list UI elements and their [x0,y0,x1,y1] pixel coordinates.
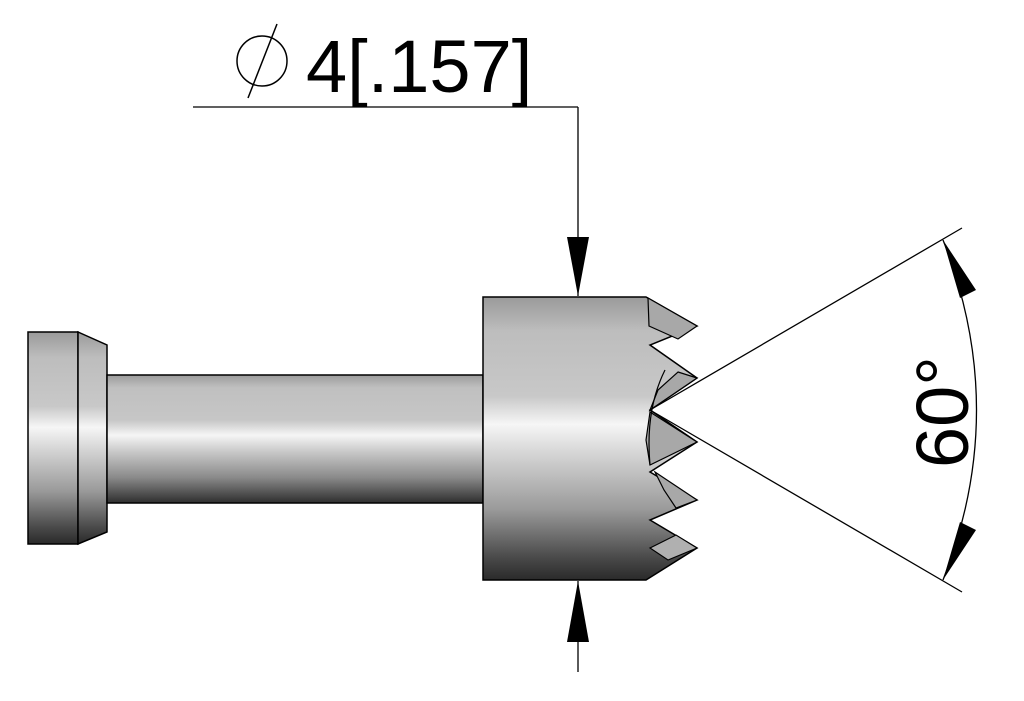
arrow-angle-upper-icon [943,240,976,298]
head-chamfer [77,330,108,546]
cutter-head [482,296,699,581]
arrow-up-icon [567,581,589,642]
arrow-down-icon [567,237,589,296]
pin-head [27,330,108,546]
head-flange [27,331,79,545]
angle-extension-lower [649,409,963,593]
angle-dimension: 60° [649,227,984,593]
diameter-dimension: 4[.157] [193,23,589,672]
tooth-face [647,296,699,340]
cutter-recess-edge [648,369,666,466]
angle-value: 60° [901,356,984,468]
diameter-value: 4[.157] [306,25,532,108]
pin-shaft [106,374,484,504]
tooth-face [648,534,699,561]
arrow-angle-lower-icon [943,522,976,580]
angle-extension-upper [649,227,963,411]
diameter-symbol-icon [236,23,288,99]
tooth-face [653,470,699,509]
